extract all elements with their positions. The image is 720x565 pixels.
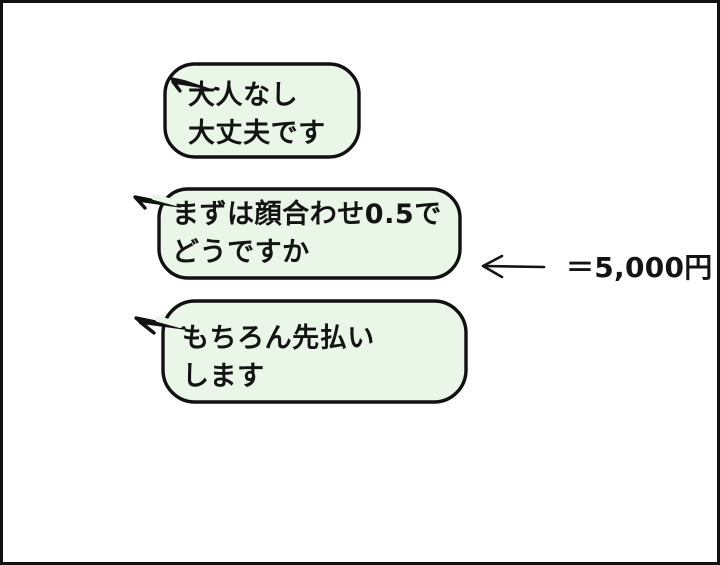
speech-bubble-1-text: 大人なし 大丈夫です: [188, 80, 326, 150]
speech-bubble-2-text: まずは顔合わせ0.5で どうですか: [172, 199, 442, 269]
price-annotation-label: ＝5,000円: [566, 250, 713, 284]
speech-bubble-2-shape: [133, 187, 462, 280]
speech-bubble-3-text: もちろん先払い します: [182, 323, 375, 393]
price-annotation: ＝5,000円: [480, 243, 712, 288]
speech-bubble-3-shape: [134, 299, 468, 404]
bubble-tail-2-seam: [151, 194, 179, 206]
speech-bubble-1: 大人なし 大丈夫です: [140, 60, 370, 165]
bubble-tail-3-seam: [155, 316, 183, 328]
bubble-tail-1-seam: [182, 74, 215, 89]
speech-bubble-3: もちろん先払い します: [132, 298, 472, 408]
speech-bubble-1-shape: [163, 62, 361, 159]
arrow-left-icon: [481, 254, 546, 278]
speech-bubble-2: まずは顔合わせ0.5で どうですか: [132, 186, 467, 284]
bubble-body-3: [161, 299, 468, 404]
bubble-body-2: [157, 187, 462, 280]
